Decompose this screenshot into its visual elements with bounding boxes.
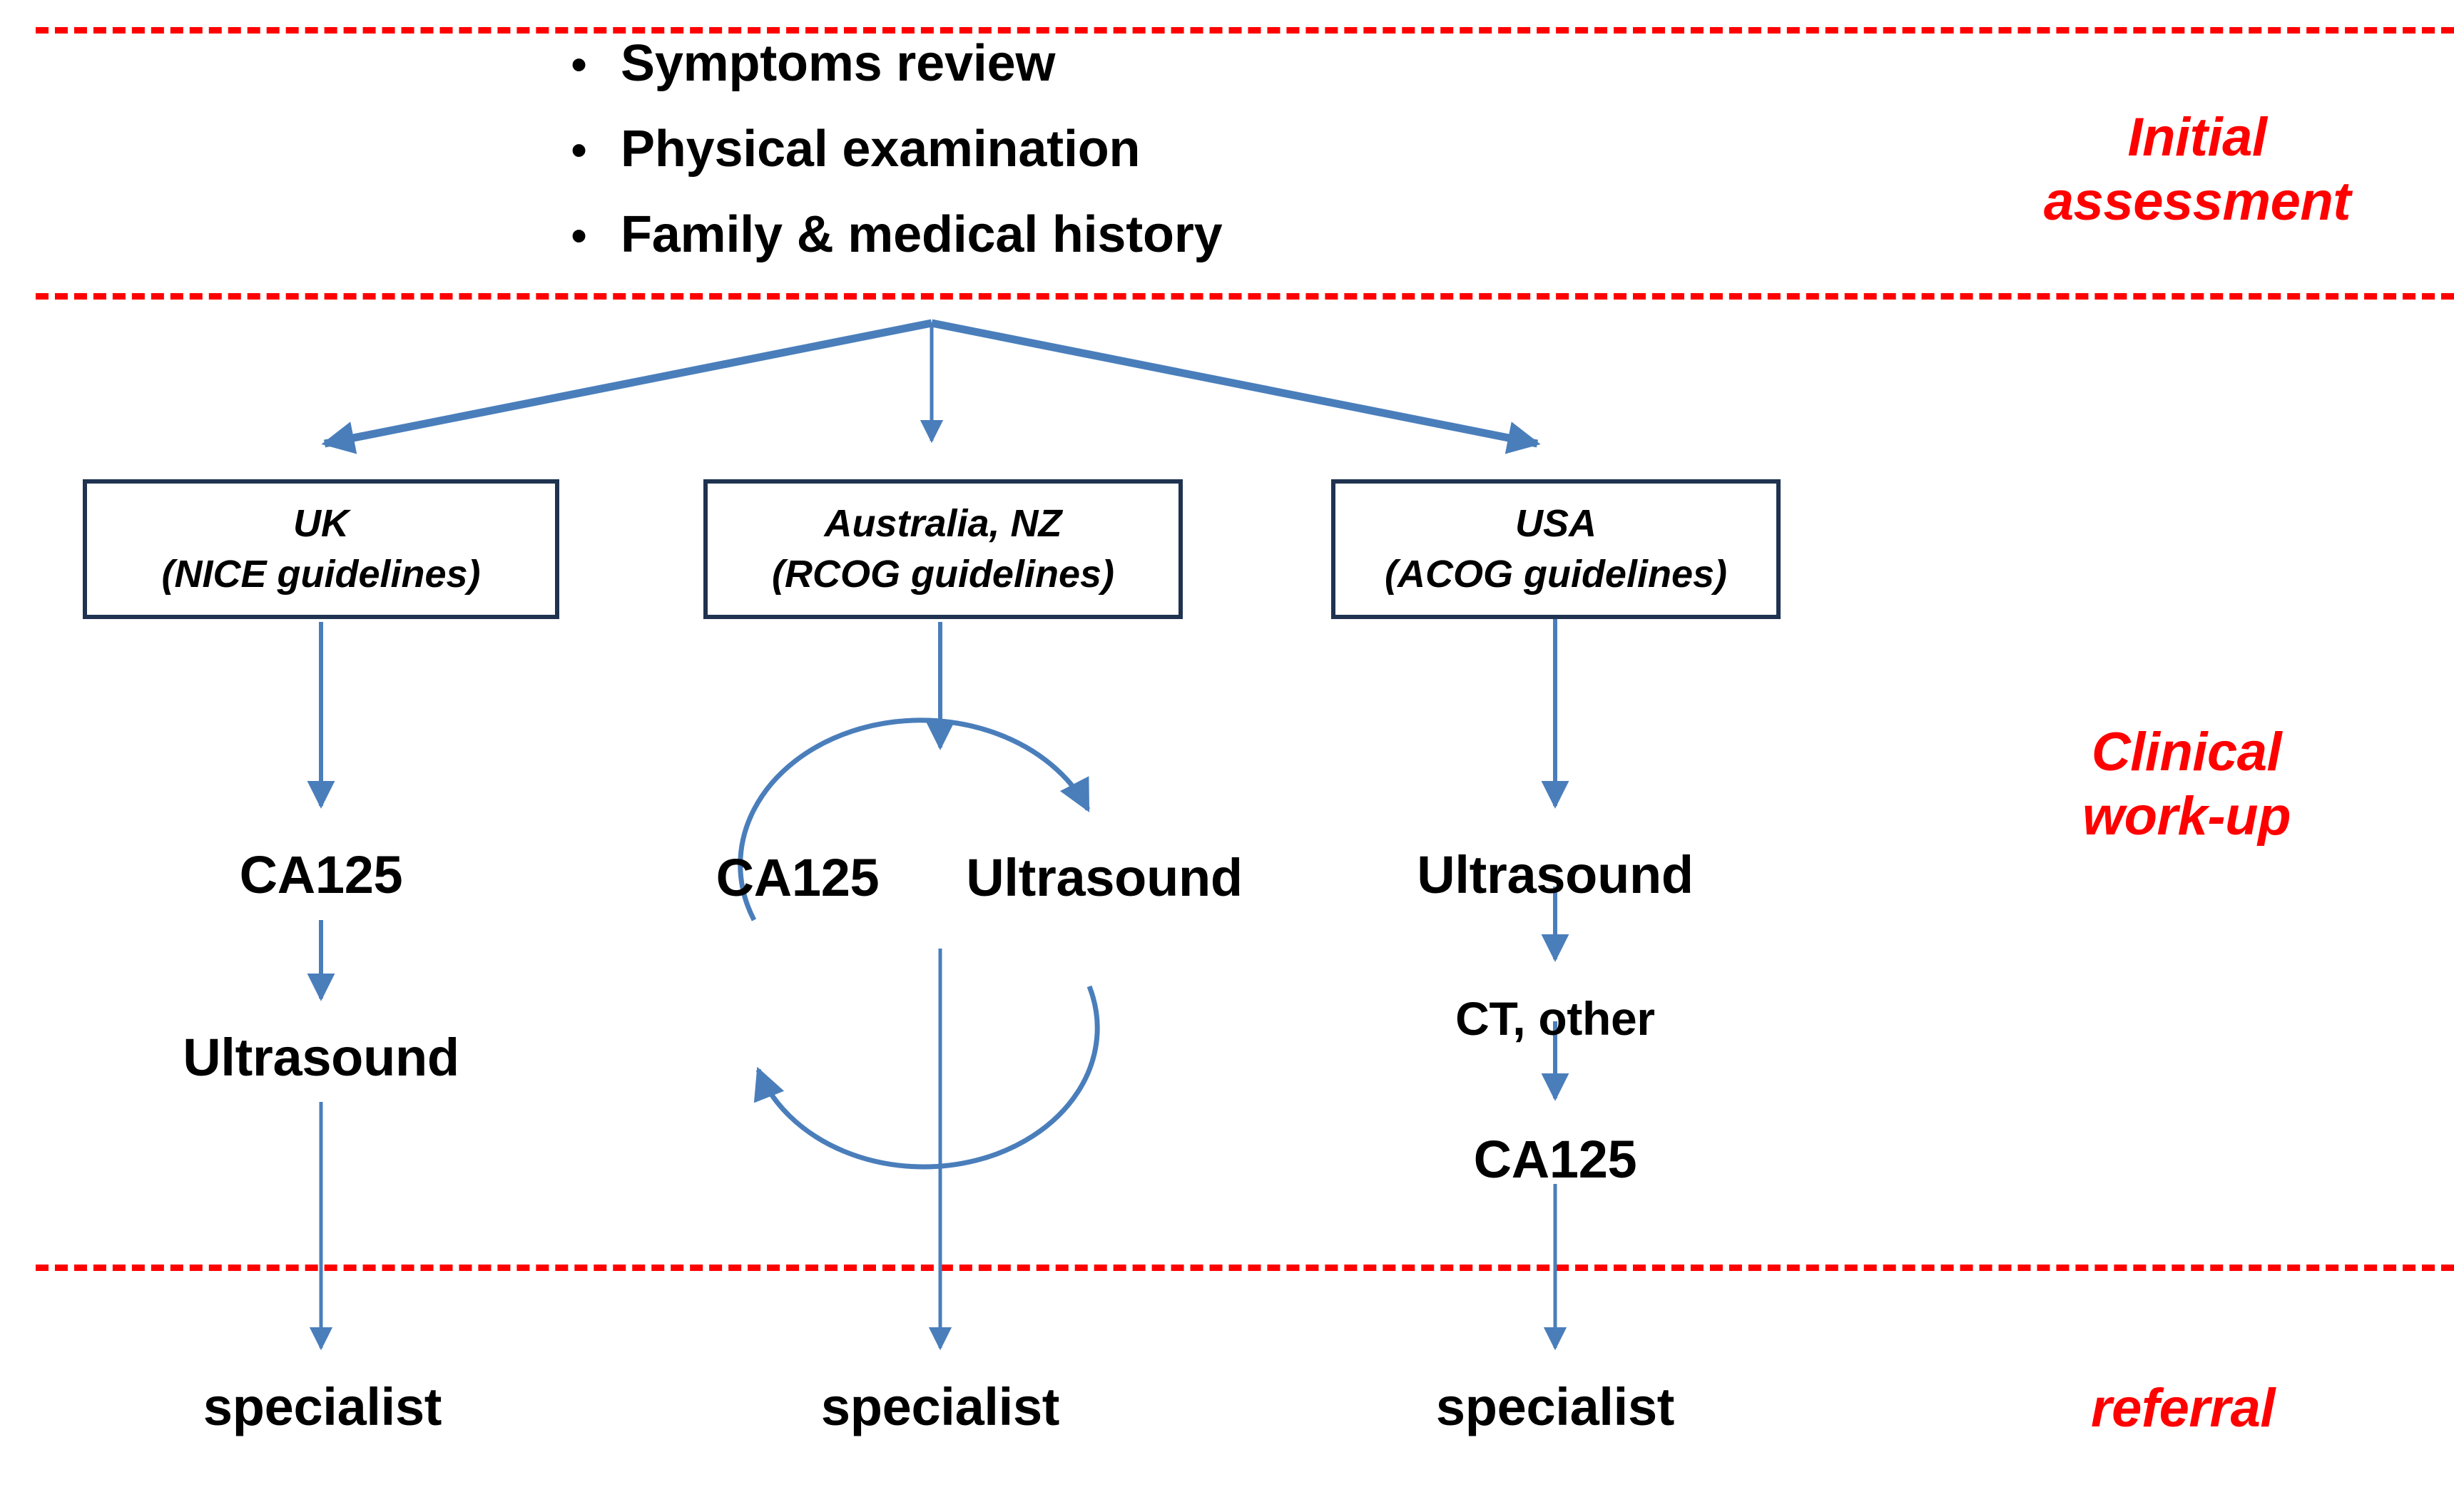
- stage-label-clinical-line2: work-up: [2082, 785, 2291, 847]
- guideline-box-uk: UK (NICE guidelines): [83, 479, 559, 619]
- list-item: • Family & medical history: [571, 205, 1641, 291]
- separator-initial-bottom: [36, 293, 2454, 300]
- stage-label-initial-line2: assessment: [2043, 170, 2351, 232]
- list-item: • Physical examination: [571, 120, 1641, 205]
- anz-column-arrows: [738, 622, 1100, 1351]
- guideline-box-australia-nz: Australia, NZ (RCOG guidelines): [703, 479, 1183, 619]
- node-anz-ultrasound: Ultrasound: [966, 848, 1243, 907]
- stage-label-referral-line1: referral: [2091, 1378, 2275, 1439]
- list-item: • Symptoms review: [571, 34, 1641, 120]
- stage-label-clinical-workup: Clinical work-up: [1958, 720, 2415, 848]
- separator-initial-top: [36, 27, 2454, 34]
- node-referral-specialist-usa: specialist: [1435, 1377, 1675, 1436]
- stage-label-clinical-line1: Clinical: [2091, 722, 2282, 782]
- node-usa-ct-other: CT, other: [1455, 992, 1655, 1045]
- separator-referral-top: [36, 1265, 2454, 1271]
- guideline-box-anz-guideline: (RCOG guidelines): [771, 553, 1114, 596]
- guideline-box-usa: USA (ACOG guidelines): [1331, 479, 1781, 619]
- bullet-dot-icon: •: [571, 38, 588, 91]
- bullet-label-family-medical-history: Family & medical history: [621, 206, 1223, 263]
- guideline-box-anz-country: Australia, NZ: [824, 501, 1062, 545]
- guideline-box-usa-country: USA: [1514, 501, 1597, 545]
- node-anz-ca125: CA125: [716, 848, 880, 907]
- node-referral-specialist-uk: specialist: [203, 1377, 442, 1436]
- node-referral-specialist-anz: specialist: [820, 1377, 1060, 1436]
- guideline-box-uk-country: UK: [293, 501, 349, 545]
- stage-label-referral: referral: [1955, 1376, 2411, 1441]
- guideline-box-uk-guideline: (NICE guidelines): [161, 553, 481, 596]
- stage-label-initial-assessment: Initial assessment: [1969, 106, 2425, 233]
- guideline-box-usa-guideline: (ACOG guidelines): [1384, 553, 1727, 596]
- initial-assessment-bullet-list: • Symptoms review • Physical examination…: [571, 34, 1641, 291]
- fanout-arrows: [321, 319, 1541, 454]
- bullet-dot-icon: •: [571, 209, 588, 262]
- node-usa-ultrasound: Ultrasound: [1417, 845, 1694, 904]
- bullet-label-physical-examination: Physical examination: [621, 121, 1141, 178]
- bullet-dot-icon: •: [571, 123, 588, 176]
- stage-label-initial-line1: Initial: [2127, 107, 2267, 168]
- bullet-label-symptoms-review: Symptoms review: [621, 35, 1056, 92]
- node-usa-ca125: CA125: [1473, 1130, 1637, 1189]
- node-uk-ultrasound: Ultrasound: [183, 1028, 459, 1087]
- node-uk-ca125: CA125: [239, 845, 403, 904]
